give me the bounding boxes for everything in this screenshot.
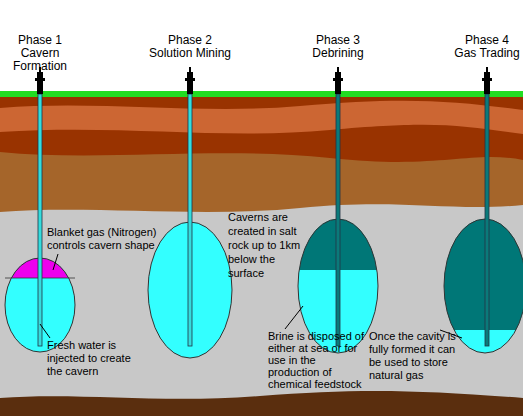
salt-rock-layer: [0, 204, 523, 416]
leader-line: [285, 306, 303, 329]
wellhead: [484, 72, 490, 94]
phase-title: Phase 4 Gas Trading: [453, 34, 521, 60]
annotation-text: Brine is disposed of either at sea or fo…: [268, 330, 366, 390]
annotation-text: Caverns are created in salt rock up to 1…: [228, 210, 313, 280]
wellhead: [187, 72, 193, 94]
well-pipe: [336, 94, 340, 346]
gas-fill: [440, 215, 523, 330]
wellhead: [37, 72, 43, 94]
bedrock-layer: [0, 391, 523, 416]
annotation-text: Blanket gas (Nitrogen) controls cavern s…: [47, 226, 162, 252]
wellhead: [35, 78, 45, 81]
earth-layer: [0, 97, 523, 416]
leader-line: [40, 324, 50, 338]
cavern-outline: [444, 219, 523, 353]
annotation-text: Fresh water is injected to create the ca…: [47, 339, 142, 378]
wellhead: [486, 67, 488, 73]
ground-surface: [0, 91, 523, 97]
annotation-text: Once the cavity is fully formed it can b…: [369, 330, 464, 382]
wellhead: [337, 67, 339, 73]
phase-title: Phase 1 Cavern Formation: [5, 34, 75, 73]
phase-title: Phase 2 Solution Mining: [147, 34, 233, 60]
wellhead: [482, 78, 492, 81]
wellhead: [185, 78, 195, 81]
well-pipe: [188, 94, 192, 346]
well-pipe: [485, 94, 489, 346]
leader-line: [53, 254, 58, 270]
wellhead: [335, 72, 341, 94]
earth-layer: [0, 101, 523, 416]
phase-title: Phase 3 Debrining: [303, 34, 373, 60]
well-pipe: [38, 94, 42, 346]
wellhead: [189, 67, 191, 73]
wellhead: [333, 78, 343, 81]
